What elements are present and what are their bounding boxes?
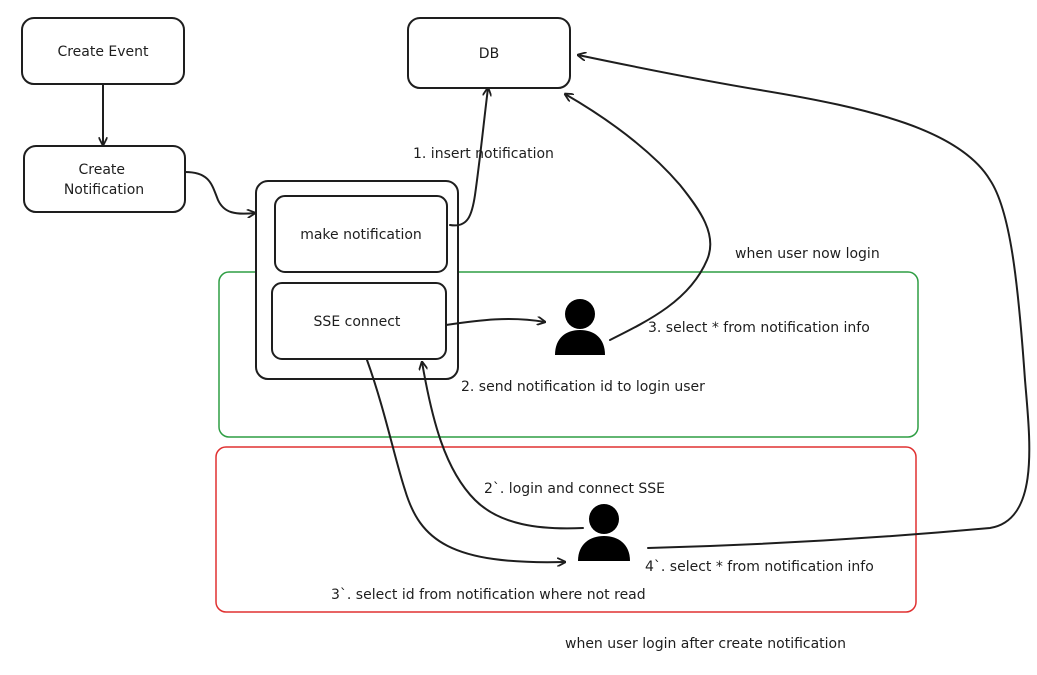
label-send-notification-id: 2. send notification id to login user — [461, 379, 705, 395]
region-logged-in — [218, 271, 919, 438]
node-create-notification-label: Create Notification — [64, 162, 144, 198]
user-icon — [578, 504, 630, 561]
edge-create-notification-to-service — [184, 171, 255, 214]
node-create-event[interactable]: Create Event — [21, 17, 185, 85]
region-login-after — [215, 446, 917, 613]
node-create-notification-line-1: Create — [79, 162, 126, 178]
node-sse-connect-label: SSE connect — [314, 314, 401, 330]
node-create-notification-line-2: Notification — [64, 182, 144, 198]
user-icon — [555, 299, 605, 355]
edge-insert-notification — [449, 88, 488, 227]
label-select-from-notification-info: 3. select * from notification info — [648, 320, 870, 336]
edge-user-select-to-db — [565, 94, 712, 341]
edge-sse-select-id-to-user — [366, 359, 565, 562]
label-select-id-not-read: 3`. select id from notification where no… — [331, 587, 646, 603]
node-db[interactable]: DB — [407, 17, 571, 89]
edge-login-user-to-sse — [422, 362, 584, 530]
node-db-label: DB — [479, 46, 499, 62]
edge-late-user-select-to-db — [578, 55, 1031, 549]
node-sse-connect[interactable]: SSE connect — [271, 282, 447, 360]
node-create-event-label: Create Event — [57, 44, 149, 60]
caption-login-after: when user login after create notificatio… — [565, 636, 846, 652]
label-login-and-connect-sse: 2`. login and connect SSE — [484, 481, 665, 497]
edge-sse-to-user — [445, 319, 545, 326]
label-insert-notification: 1. insert notification — [413, 146, 554, 162]
caption-logged-in: when user now login — [735, 246, 880, 262]
label-select-from-notification-info-late: 4`. select * from notification info — [645, 559, 874, 575]
node-make-notification[interactable]: make notification — [274, 195, 448, 273]
node-create-notification[interactable]: Create Notification — [23, 145, 186, 213]
node-make-notification-label: make notification — [300, 227, 422, 243]
